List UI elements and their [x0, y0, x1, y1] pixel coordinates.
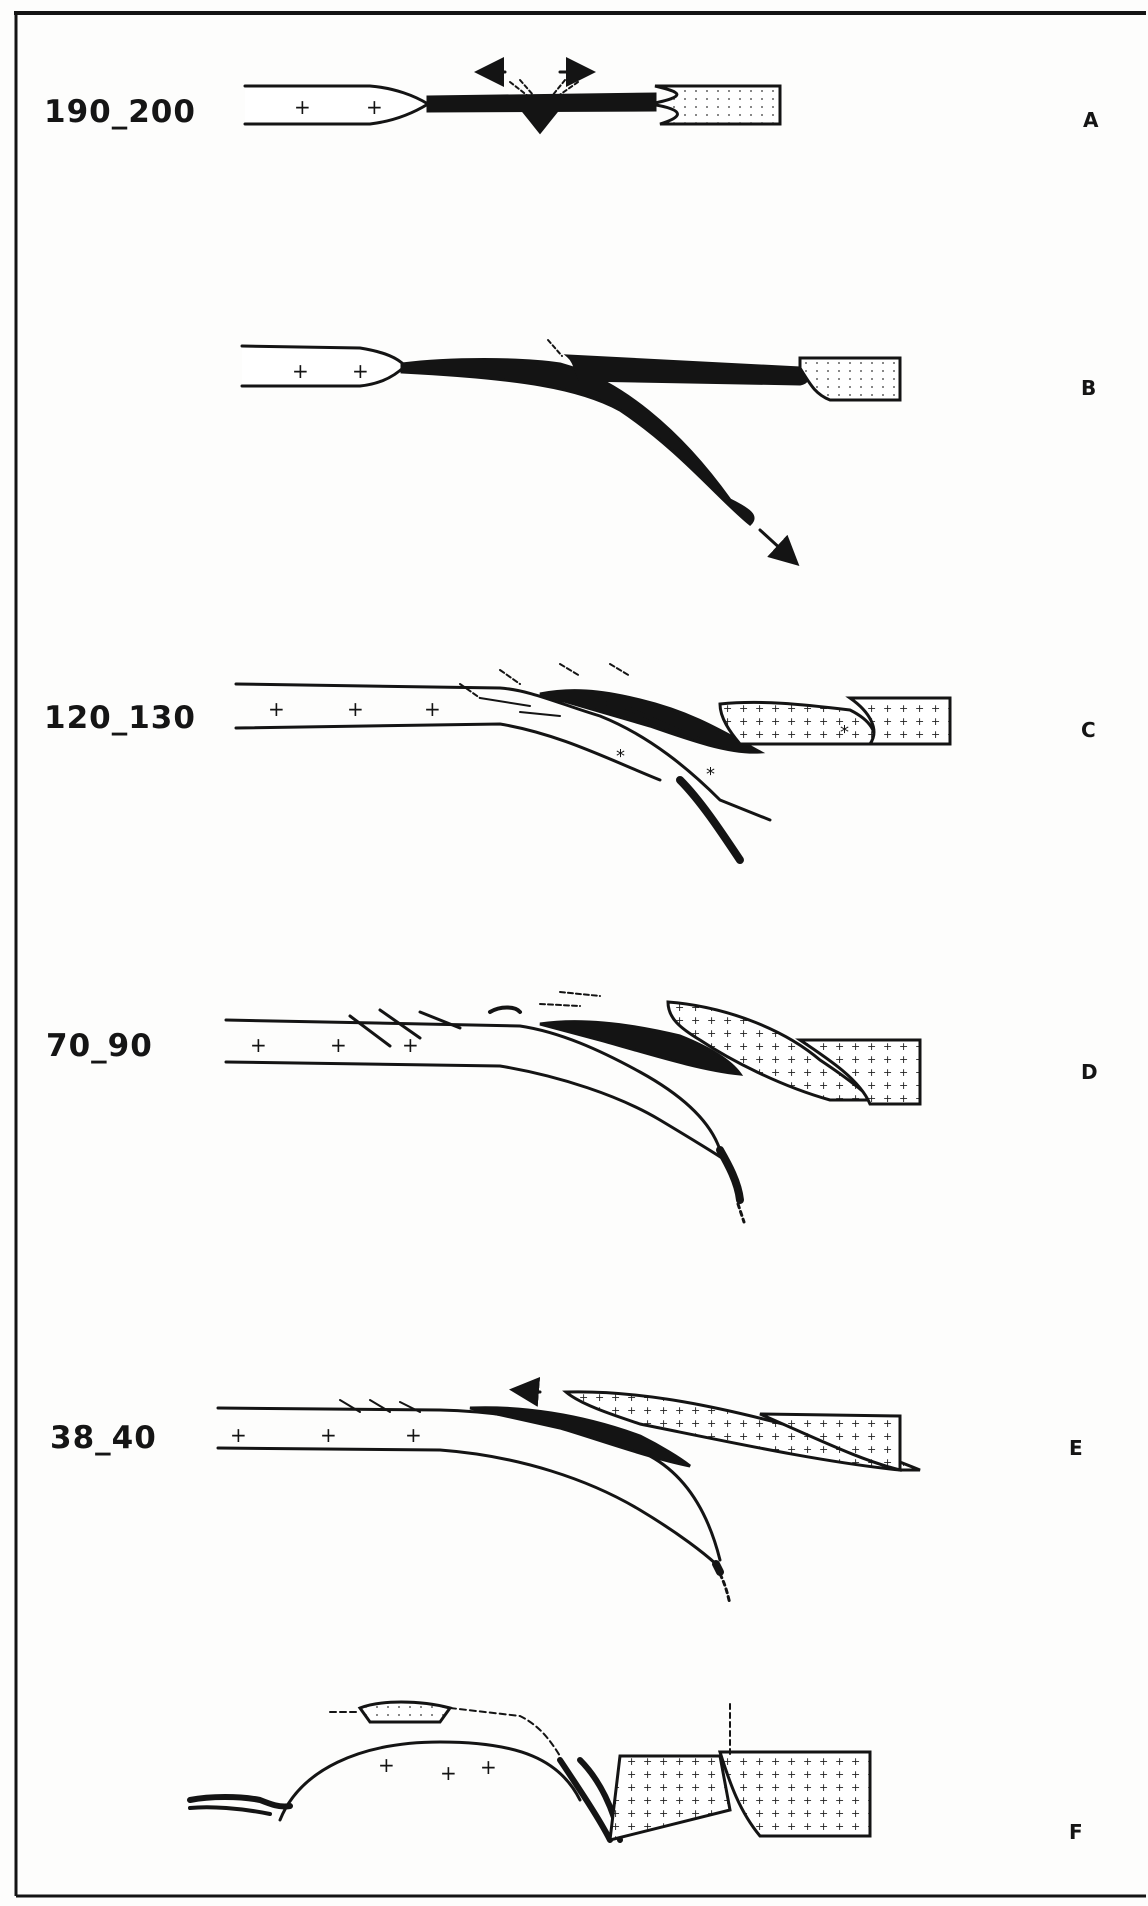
svg-text:+: +	[424, 697, 441, 721]
svg-text:+: +	[320, 1423, 337, 1447]
svg-text:+: +	[405, 1423, 422, 1447]
svg-text:+: +	[330, 1033, 347, 1057]
svg-text:*: *	[616, 746, 625, 767]
panel-a-section: + +	[245, 72, 780, 132]
svg-text:*: *	[706, 764, 715, 785]
svg-text:+: +	[440, 1761, 457, 1785]
svg-text:+: +	[268, 697, 285, 721]
svg-text:+: +	[292, 359, 309, 383]
svg-text:+: +	[250, 1033, 267, 1057]
figure-border	[14, 13, 1146, 1896]
svg-text:+: +	[294, 95, 311, 119]
svg-text:+: +	[480, 1755, 497, 1779]
svg-text:+: +	[347, 697, 364, 721]
panel-e-section: + + +	[218, 1390, 920, 1604]
svg-text:+: +	[378, 1753, 395, 1777]
panel-f-section: + + +	[190, 1700, 870, 1840]
svg-text:+: +	[366, 95, 383, 119]
svg-text:+: +	[230, 1423, 247, 1447]
svg-text:*: *	[840, 722, 849, 743]
panel-d-section: + + +	[226, 992, 920, 1222]
panel-b-section: + +	[242, 340, 900, 562]
svg-text:+: +	[352, 359, 369, 383]
panel-c-section: + + + * * *	[236, 664, 950, 860]
